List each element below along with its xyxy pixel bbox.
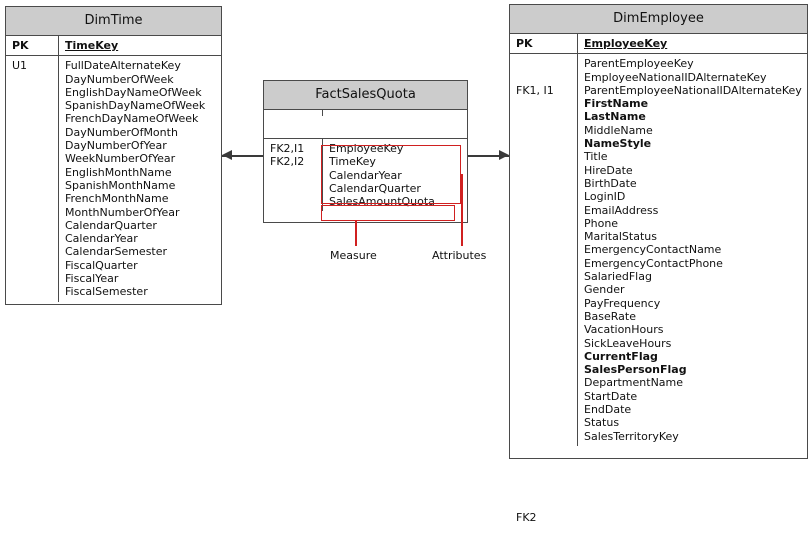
field-row: SalesTerritoryKey xyxy=(584,429,679,443)
field-row: Phone xyxy=(584,216,619,230)
field-row: SickLeaveHours xyxy=(584,336,672,350)
field-row: EnglishMonthName xyxy=(65,165,172,179)
field-row: SpanishDayNameOfWeek xyxy=(65,99,206,113)
relationship-line-to-dim-time xyxy=(222,155,263,157)
field-row: ParentEmployeeNationalIDAlternateKey xyxy=(584,83,802,97)
relationship-line-to-dim-employee xyxy=(468,155,509,157)
field-row: FirstName xyxy=(584,97,649,111)
attr-section-fact-sales-quota: FK2,I1 FK2,I2 EmployeeKey TimeKey Calend… xyxy=(264,139,467,212)
field-row: EmployeeKey xyxy=(584,37,668,50)
field-row: CalendarQuarter xyxy=(65,218,157,232)
field-row: EmergencyContactName xyxy=(584,243,722,257)
field-row: MiddleName xyxy=(584,123,653,137)
field-row: FrenchDayNameOfWeek xyxy=(65,112,199,126)
field-row: EnglishDayNameOfWeek xyxy=(65,85,202,99)
field-row: TimeKey xyxy=(329,155,376,169)
field-row: Gender xyxy=(584,283,625,297)
field-row: EmergencyContactPhone xyxy=(584,256,723,270)
field-row: NameStyle xyxy=(584,137,652,151)
pk-section-dim-time: PK TimeKey xyxy=(6,36,221,57)
field-row: PayFrequency xyxy=(584,296,661,310)
field-row: FullDateAlternateKey xyxy=(65,59,181,73)
field-row: BaseRate xyxy=(584,309,637,323)
pk-key-label xyxy=(264,110,322,116)
field-row: SpanishMonthName xyxy=(65,178,176,192)
field-row: EmailAddress xyxy=(584,203,659,217)
arrow-left-icon xyxy=(222,150,232,160)
pk-field-list xyxy=(322,110,467,116)
field-row: TimeKey xyxy=(65,39,119,52)
field-row: DayNumberOfMonth xyxy=(65,125,178,139)
field-row: FiscalSemester xyxy=(65,285,148,299)
entity-dim-time[interactable]: DimTime PK TimeKey U1 FullDateAlternateK… xyxy=(5,6,222,305)
field-row: EmployeeKey xyxy=(329,142,404,155)
field-row: EmployeeNationalIDAlternateKey xyxy=(584,70,767,84)
field-row: DepartmentName xyxy=(584,376,684,390)
entity-dim-employee[interactable]: DimEmployee PK EmployeeKey FK1, I1 FK2 P… xyxy=(509,4,808,524)
attr-section-dim-employee: FK1, I1 FK2 ParentEmployeeKey EmployeeNa… xyxy=(510,54,807,554)
entity-fact-sales-quota[interactable]: FactSalesQuota FK2,I1 FK2,I2 EmployeeKey… xyxy=(263,80,468,223)
pk-key-label: PK xyxy=(516,37,533,50)
field-row: HireDate xyxy=(584,163,633,177)
pk-field-list: TimeKey xyxy=(58,36,221,56)
attr-section-dim-time: U1 FullDateAlternateKey DayNumberOfWeek … xyxy=(6,56,221,302)
field-row: FrenchMonthName xyxy=(65,192,169,206)
field-row: DayNumberOfWeek xyxy=(65,72,174,86)
pk-section-dim-employee: PK EmployeeKey xyxy=(510,34,807,55)
attr-field-list: FullDateAlternateKey DayNumberOfWeek Eng… xyxy=(58,56,221,302)
field-row: FiscalYear xyxy=(65,272,119,286)
leader-line-measure xyxy=(355,221,357,246)
pk-field-list: EmployeeKey xyxy=(577,34,807,54)
field-row: BirthDate xyxy=(584,176,637,190)
field-row: CalendarSemester xyxy=(65,245,168,259)
field-row: CalendarYear xyxy=(65,232,138,246)
entity-title-dim-employee: DimEmployee xyxy=(510,5,807,34)
field-row: CalendarQuarter xyxy=(329,181,421,195)
field-row: MaritalStatus xyxy=(584,230,657,244)
attr-key-label-top: FK1, I1 xyxy=(516,83,554,97)
pk-section-fact-sales-quota xyxy=(264,110,467,139)
annotation-label-measure: Measure xyxy=(330,249,377,262)
field-row: WeekNumberOfYear xyxy=(65,152,176,166)
field-row: FiscalQuarter xyxy=(65,258,138,272)
field-row: StartDate xyxy=(584,389,638,403)
attr-key-label: U1 xyxy=(12,59,28,73)
attr-key-label: FK2,I1 FK2,I2 xyxy=(270,142,305,169)
field-row: LastName xyxy=(584,110,646,124)
field-row: CurrentFlag xyxy=(584,349,658,363)
pk-key-label: PK xyxy=(12,39,29,52)
field-row: MonthNumberOfYear xyxy=(65,205,180,219)
field-row: VacationHours xyxy=(584,323,664,337)
attr-key-label-group: FK1, I1 FK2 xyxy=(510,54,577,554)
field-row: CalendarYear xyxy=(329,168,402,182)
entity-title-dim-time: DimTime xyxy=(6,7,221,36)
field-row: ParentEmployeeKey xyxy=(584,57,694,71)
attr-key-label-bottom: FK2 xyxy=(516,511,537,525)
field-row: LoginID xyxy=(584,190,626,204)
annotation-label-attributes: Attributes xyxy=(432,249,487,262)
leader-line-attributes xyxy=(461,174,463,246)
entity-title-fact-sales-quota: FactSalesQuota xyxy=(264,81,467,110)
field-row: EndDate xyxy=(584,403,632,417)
field-row: SalesPersonFlag xyxy=(584,363,687,377)
field-row: Title xyxy=(584,150,608,164)
attr-field-list: ParentEmployeeKey EmployeeNationalIDAlte… xyxy=(577,54,807,446)
field-row: DayNumberOfYear xyxy=(65,139,167,153)
arrow-right-icon xyxy=(499,150,509,160)
field-row: Status xyxy=(584,416,620,430)
attr-field-list: EmployeeKey TimeKey CalendarYear Calenda… xyxy=(322,139,467,212)
field-row: SalesAmountQuota xyxy=(329,195,435,209)
field-row: SalariedFlag xyxy=(584,270,652,284)
